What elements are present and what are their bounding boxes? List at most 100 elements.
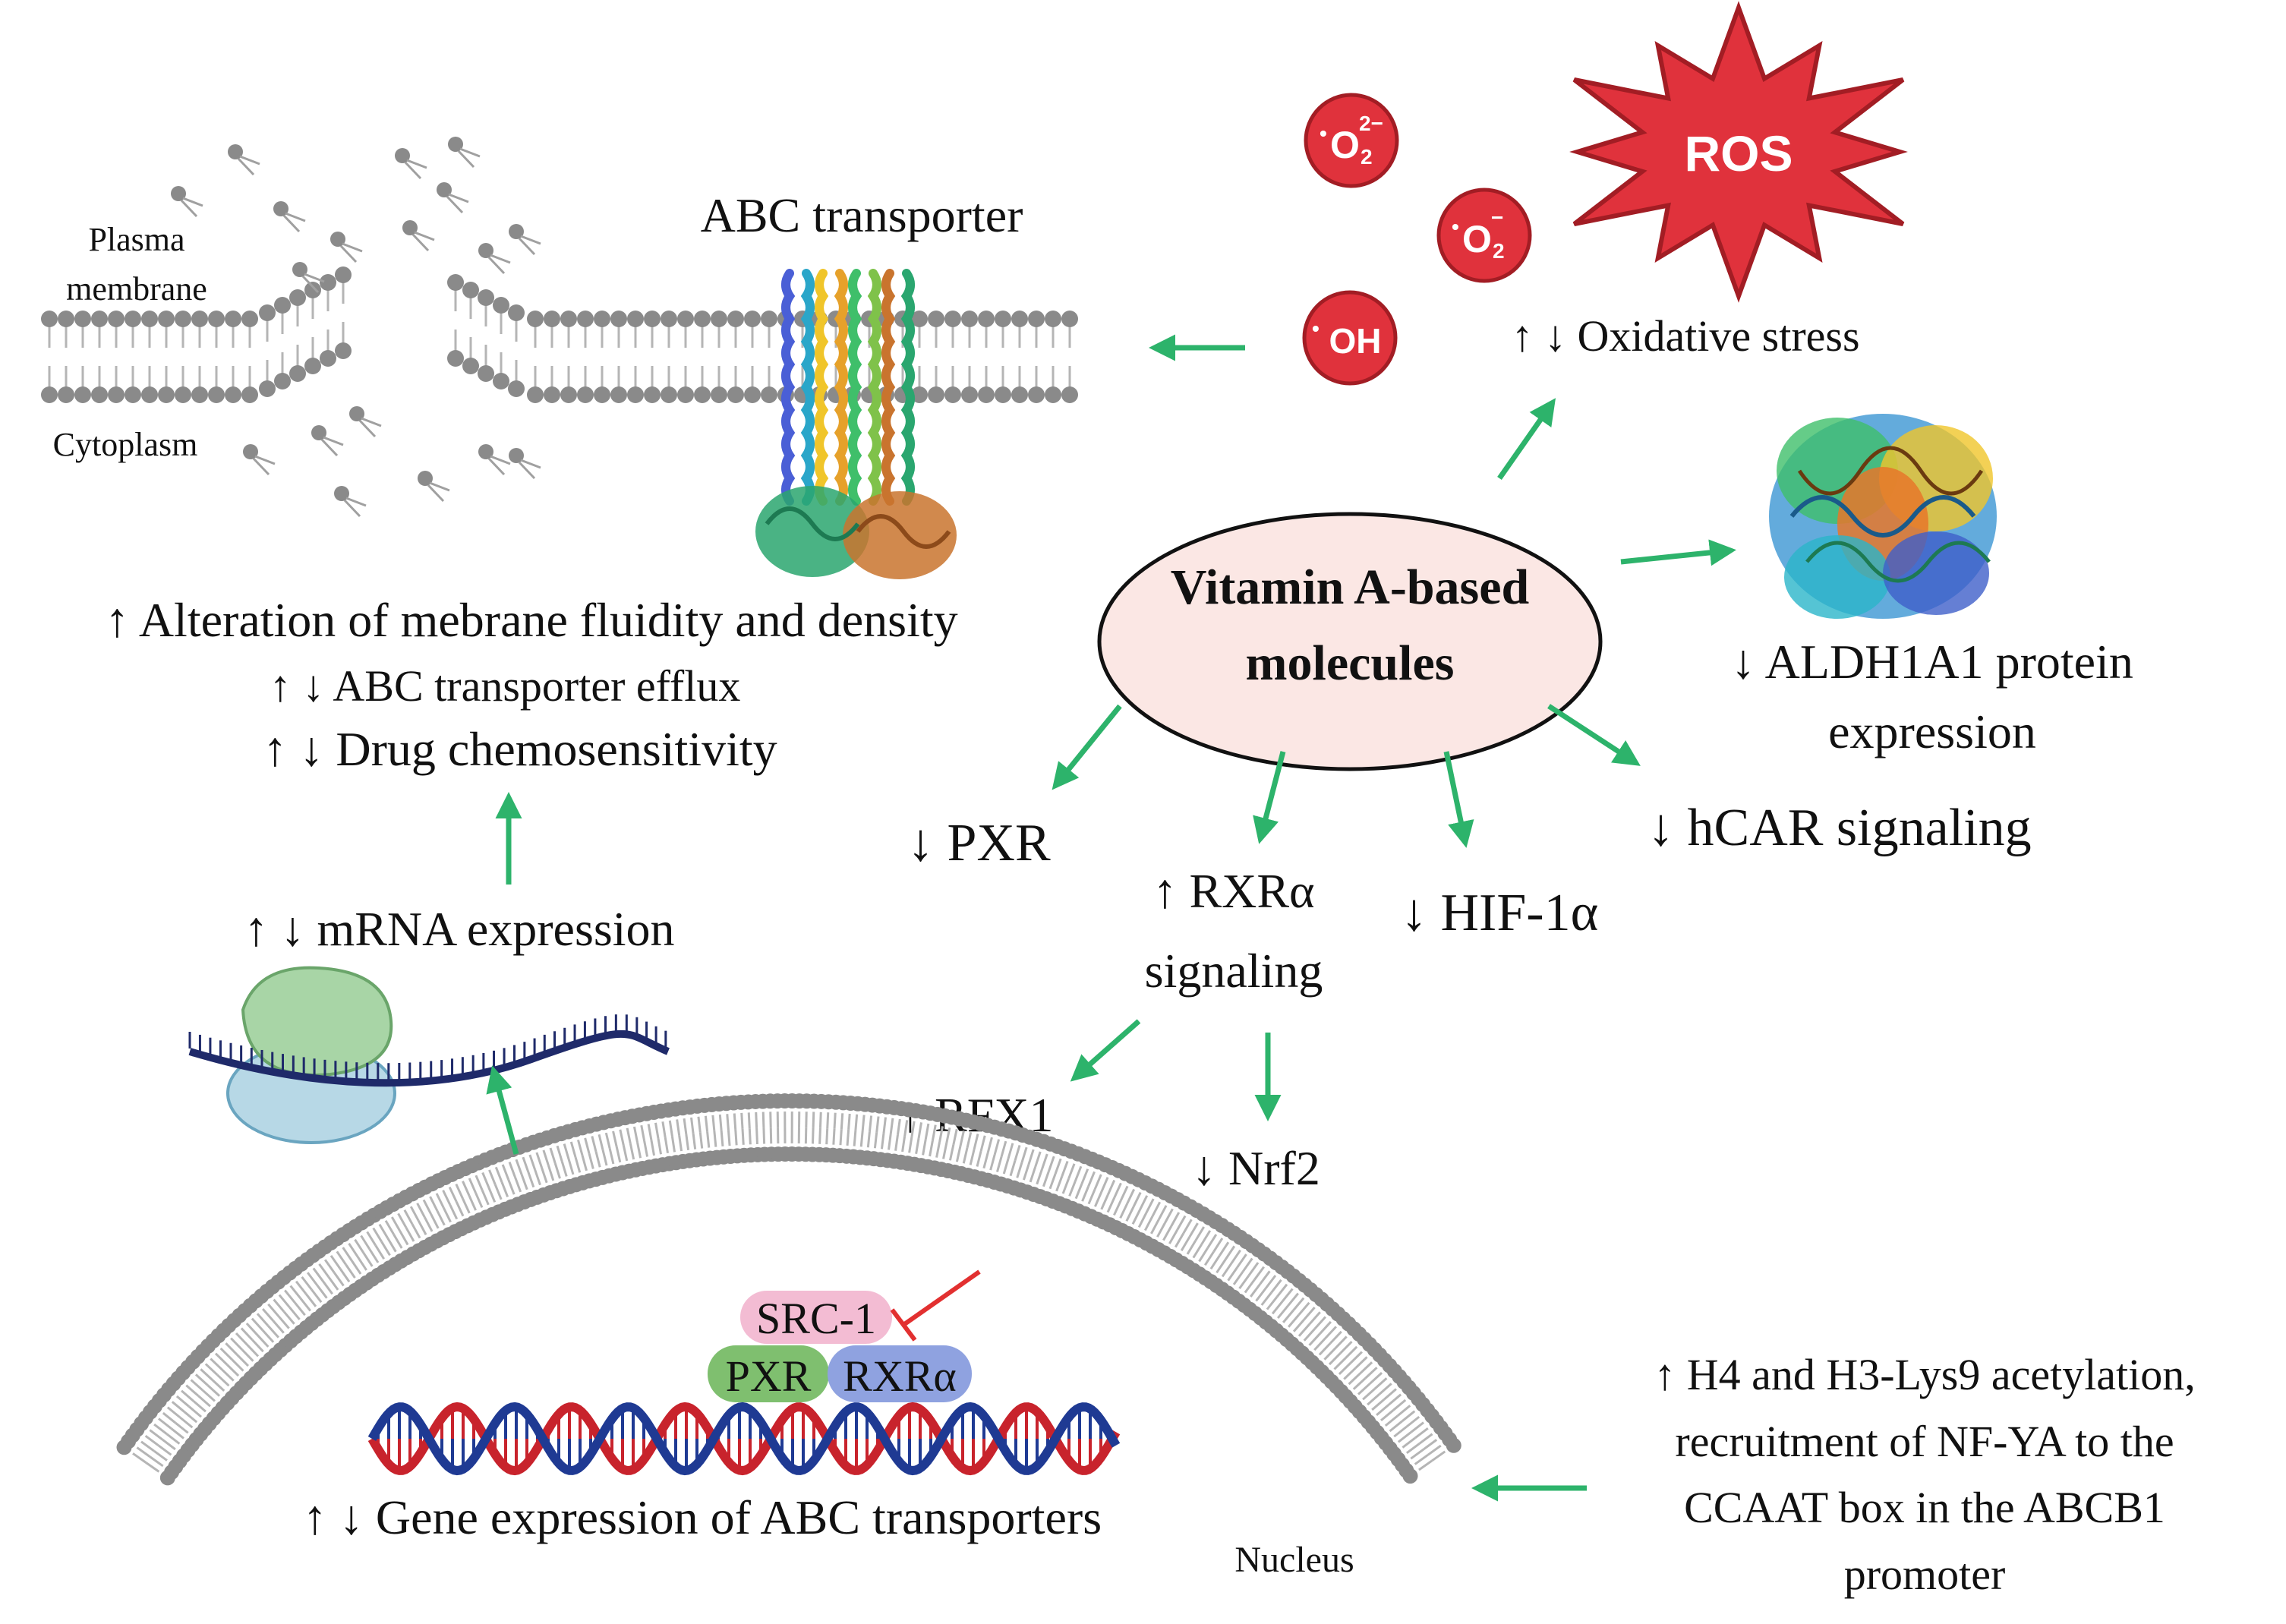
lipid-head bbox=[243, 444, 258, 459]
nuclear-membrane-tail bbox=[380, 1241, 391, 1257]
nuclear-membrane-tail bbox=[1221, 1263, 1233, 1278]
nuclear-membrane-tail bbox=[162, 1411, 177, 1424]
nuclear-membrane-tail bbox=[1324, 1326, 1337, 1339]
pxr-box bbox=[708, 1345, 829, 1402]
nuclear-membrane-tail bbox=[267, 1303, 280, 1317]
lipid-tail bbox=[459, 147, 481, 158]
lipid-tail bbox=[254, 455, 276, 465]
lipid-tail bbox=[182, 197, 203, 207]
nuclear-membrane-tail bbox=[632, 1126, 639, 1143]
nuclear-membrane-tail bbox=[973, 1134, 979, 1150]
abc-nbd-left-loop bbox=[765, 506, 860, 541]
nuclear-membrane-tail bbox=[348, 1242, 359, 1258]
nuclear-membrane-tail bbox=[577, 1140, 584, 1156]
pm-right-head bbox=[944, 386, 961, 403]
nuclear-membrane-tail bbox=[1348, 1372, 1361, 1386]
pm-right-head bbox=[944, 311, 961, 327]
nuclear-membrane-tail bbox=[277, 1315, 290, 1329]
nuclear-membrane-tail bbox=[1383, 1388, 1397, 1401]
nuclear-membrane-tail bbox=[193, 1400, 207, 1413]
nuclear-membrane-tail bbox=[1219, 1241, 1230, 1257]
nuclear-membrane-tail bbox=[1423, 1439, 1438, 1451]
nuclear-membrane-tail bbox=[989, 1154, 996, 1171]
nuclear-membrane-tail bbox=[455, 1201, 465, 1217]
nuclear-membrane-tail bbox=[1029, 1166, 1037, 1183]
nuclear-membrane-tail bbox=[581, 1155, 588, 1171]
nuclear-membrane-tail bbox=[1106, 1179, 1116, 1196]
nuclear-membrane-tail bbox=[882, 1117, 887, 1134]
pm-left-head bbox=[304, 282, 321, 298]
nuclear-membrane-tail bbox=[1067, 1163, 1076, 1180]
nuclear-membrane-tail bbox=[416, 1203, 426, 1219]
pm-left-head bbox=[191, 386, 208, 403]
nuclear-membrane-tail bbox=[1034, 1151, 1042, 1168]
nuclear-membrane-tail bbox=[1230, 1249, 1241, 1264]
nuclear-membrane-tail bbox=[1349, 1351, 1363, 1364]
nuclear-membrane-tail bbox=[1054, 1158, 1062, 1175]
pm-right-head bbox=[462, 358, 479, 374]
nuclear-membrane-tail bbox=[390, 1216, 401, 1232]
nuclear-membrane-tail bbox=[811, 1127, 815, 1144]
nuclear-membrane-tail bbox=[181, 1389, 194, 1402]
pm-left-head bbox=[41, 386, 58, 403]
lipid-tail bbox=[239, 155, 260, 166]
src1-label: SRC-1 bbox=[756, 1294, 876, 1343]
pm-right-head bbox=[661, 311, 677, 327]
aldh1a1-label-line1: ↓ ALDH1A1 protein bbox=[1731, 635, 2133, 689]
nuclear-membrane-tail bbox=[713, 1130, 717, 1147]
nuclear-membrane-tail bbox=[1143, 1216, 1154, 1231]
lipid-head bbox=[334, 486, 349, 501]
nuclear-membrane-tail bbox=[643, 1140, 649, 1157]
abc-efflux-label: ↑ ↓ ABC transporter efflux bbox=[270, 661, 741, 711]
nuclear-membrane-tail bbox=[299, 1298, 311, 1312]
nuclear-membrane-tail bbox=[1414, 1427, 1429, 1440]
nuclear-membrane-tail bbox=[854, 1114, 859, 1130]
pm-right-head bbox=[661, 386, 677, 403]
nuclear-membrane-tail bbox=[1023, 1164, 1030, 1181]
nuclear-membrane-tail bbox=[761, 1112, 765, 1128]
nuclear-membrane-tail bbox=[1364, 1367, 1378, 1380]
nuclear-membrane-tail bbox=[1244, 1279, 1256, 1294]
nuclear-membrane-tail bbox=[140, 1440, 155, 1452]
nuclear-membrane-tail bbox=[594, 1151, 601, 1168]
nuclear-membrane-tail bbox=[1303, 1328, 1316, 1342]
pm-right-head bbox=[1028, 311, 1045, 327]
nuclear-membrane-tail bbox=[188, 1405, 202, 1418]
nuclear-membrane-tail bbox=[501, 1164, 510, 1181]
pm-right-head bbox=[694, 311, 711, 327]
nuclear-membrane-tail bbox=[1247, 1262, 1260, 1276]
nuclear-membrane-tail bbox=[1308, 1311, 1321, 1325]
lipid-tail bbox=[252, 457, 270, 476]
pm-right-head bbox=[995, 386, 1011, 403]
nuclear-membrane-tail bbox=[522, 1156, 530, 1173]
lipid-head bbox=[448, 137, 463, 152]
nuclear-membrane-tail bbox=[1384, 1414, 1398, 1427]
nuclear-membrane-tail bbox=[1206, 1234, 1218, 1249]
nuclear-membrane-tail bbox=[690, 1117, 695, 1134]
aldh1a1-protein-structure bbox=[1769, 414, 1997, 619]
nuclear-membrane-tail bbox=[1376, 1404, 1390, 1417]
nuclear-membrane-tail bbox=[175, 1421, 189, 1434]
nuclear-membrane-tail bbox=[1047, 1156, 1055, 1172]
nuclear-membrane-tail bbox=[185, 1384, 200, 1397]
nuclear-membrane-tail bbox=[488, 1169, 497, 1185]
pm-right-head bbox=[761, 311, 777, 327]
nuclear-membrane-tail bbox=[979, 1135, 986, 1152]
nuclear-membrane-tail bbox=[1192, 1243, 1203, 1259]
nuclear-membrane-tail bbox=[697, 1116, 702, 1133]
vitamin-a-ellipse bbox=[1097, 512, 1603, 771]
nuclear-membrane-tail bbox=[825, 1128, 829, 1145]
alteration-label: ↑ Alteration of mebrane fluidity and den… bbox=[105, 593, 957, 647]
nuclear-membrane-tail bbox=[1373, 1377, 1388, 1390]
pm-right-head bbox=[761, 386, 777, 403]
pm-right-head bbox=[447, 350, 464, 367]
pm-left-head bbox=[259, 304, 276, 321]
nuclear-membrane-tail bbox=[1354, 1356, 1368, 1370]
nuclear-membrane-tail bbox=[840, 1113, 844, 1130]
nuclear-membrane-tail bbox=[1334, 1335, 1348, 1349]
nuclear-membrane-tail bbox=[362, 1252, 374, 1267]
abc-transporter-structure bbox=[755, 269, 957, 579]
nuclear-membrane-tail bbox=[1232, 1270, 1244, 1285]
nuclear-membrane-tail bbox=[1113, 1200, 1122, 1216]
pm-right-head bbox=[478, 365, 494, 382]
